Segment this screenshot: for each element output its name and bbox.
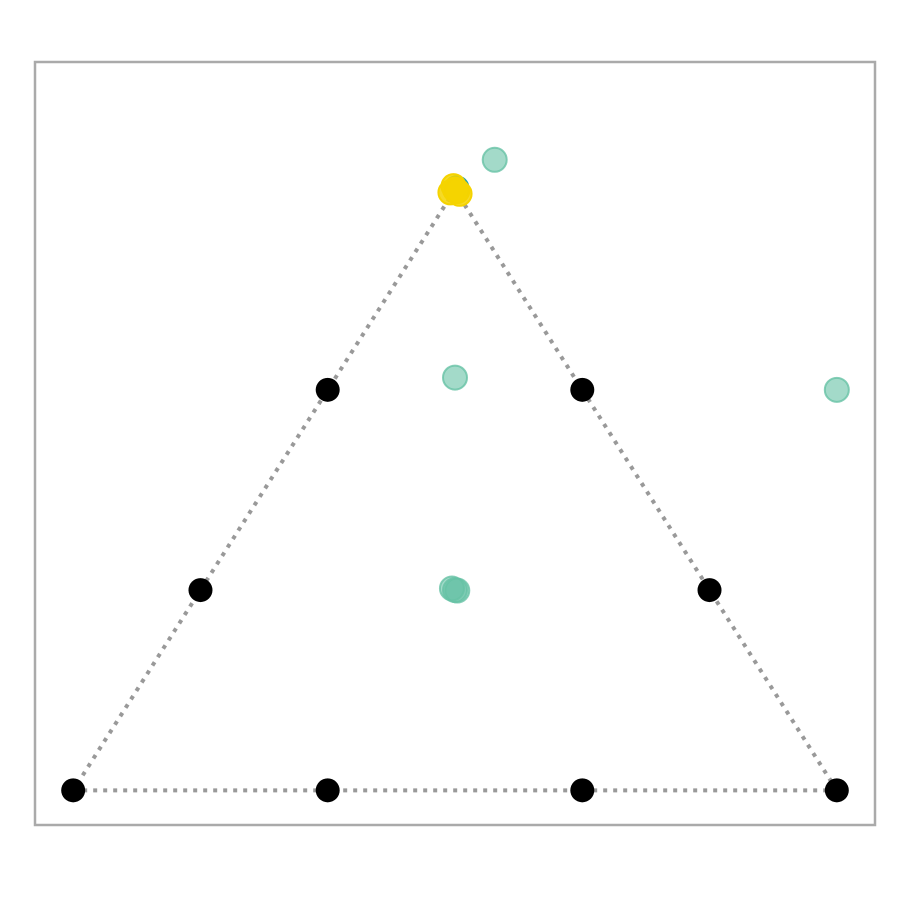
- data-point: [823, 376, 850, 403]
- data-point: [442, 364, 468, 391]
- plot-frame: [33, 60, 877, 827]
- data-point: [315, 778, 340, 803]
- data-point: [697, 578, 722, 603]
- triangle-outline: [71, 188, 839, 793]
- data-point: [570, 377, 595, 402]
- data-point: [188, 578, 213, 603]
- series-1: [438, 146, 850, 604]
- series-3: [437, 173, 473, 207]
- data-point: [824, 778, 849, 803]
- scatter-points: [61, 146, 850, 803]
- data-point: [570, 778, 595, 803]
- data-point: [444, 178, 471, 205]
- triangle-edge-right: [453, 188, 839, 792]
- data-point: [438, 575, 465, 602]
- data-point: [61, 778, 86, 803]
- data-point: [481, 146, 508, 173]
- series-0: [61, 377, 849, 803]
- data-point: [315, 377, 340, 402]
- triangle-edge-left: [71, 188, 457, 792]
